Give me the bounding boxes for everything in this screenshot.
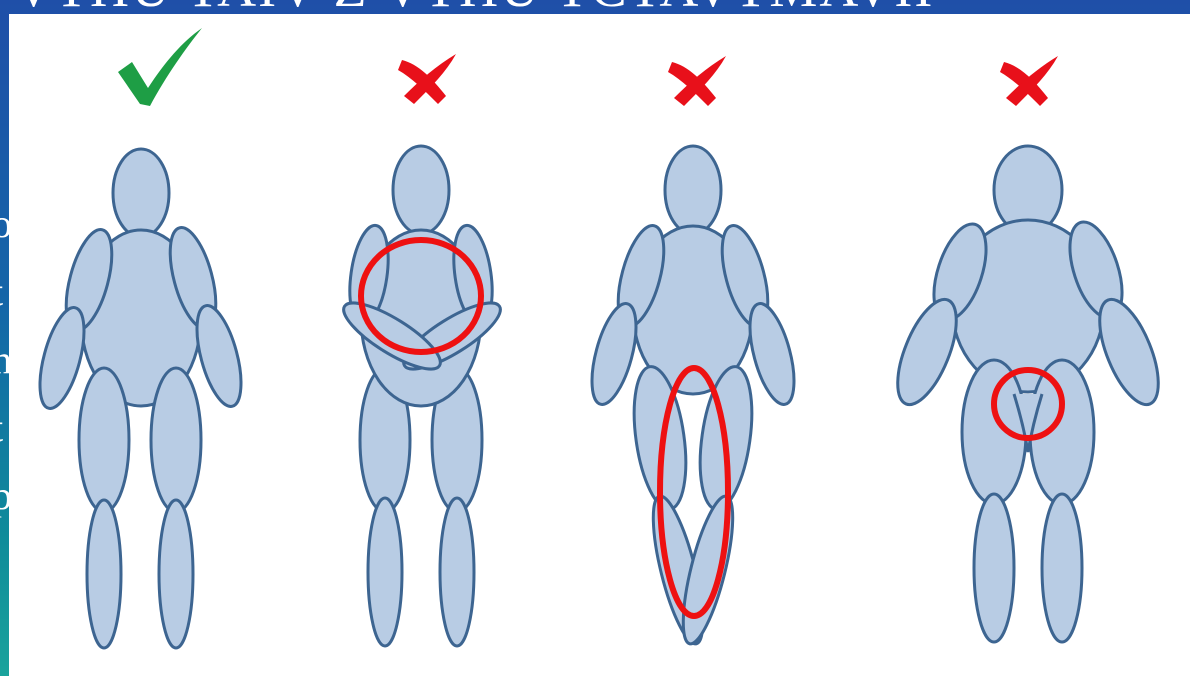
- check-mark-icon: [118, 28, 202, 106]
- head: [393, 146, 449, 234]
- left-thigh: [79, 368, 129, 512]
- right-thigh: [1030, 360, 1094, 504]
- figure-legs-crossed: [583, 56, 803, 648]
- left-forearm: [886, 292, 969, 412]
- left-shin: [368, 498, 402, 646]
- right-shin: [159, 500, 193, 648]
- right-shin: [1042, 494, 1082, 642]
- right-thigh: [151, 368, 201, 512]
- cross-mark-icon: [668, 56, 726, 106]
- left-shin: [87, 500, 121, 648]
- figure-arms-crossed: [336, 54, 509, 646]
- right-shin: [440, 498, 474, 646]
- left-thigh: [962, 360, 1026, 504]
- head: [665, 146, 721, 234]
- right-forearm: [1088, 292, 1171, 412]
- head: [113, 149, 169, 237]
- left-shin: [974, 494, 1014, 642]
- figure-hands-blocked: [886, 56, 1171, 642]
- figure-correct-posture: [31, 28, 250, 648]
- cross-mark-icon: [1000, 56, 1058, 106]
- right-forearm: [188, 301, 250, 411]
- cross-mark-icon: [398, 54, 456, 104]
